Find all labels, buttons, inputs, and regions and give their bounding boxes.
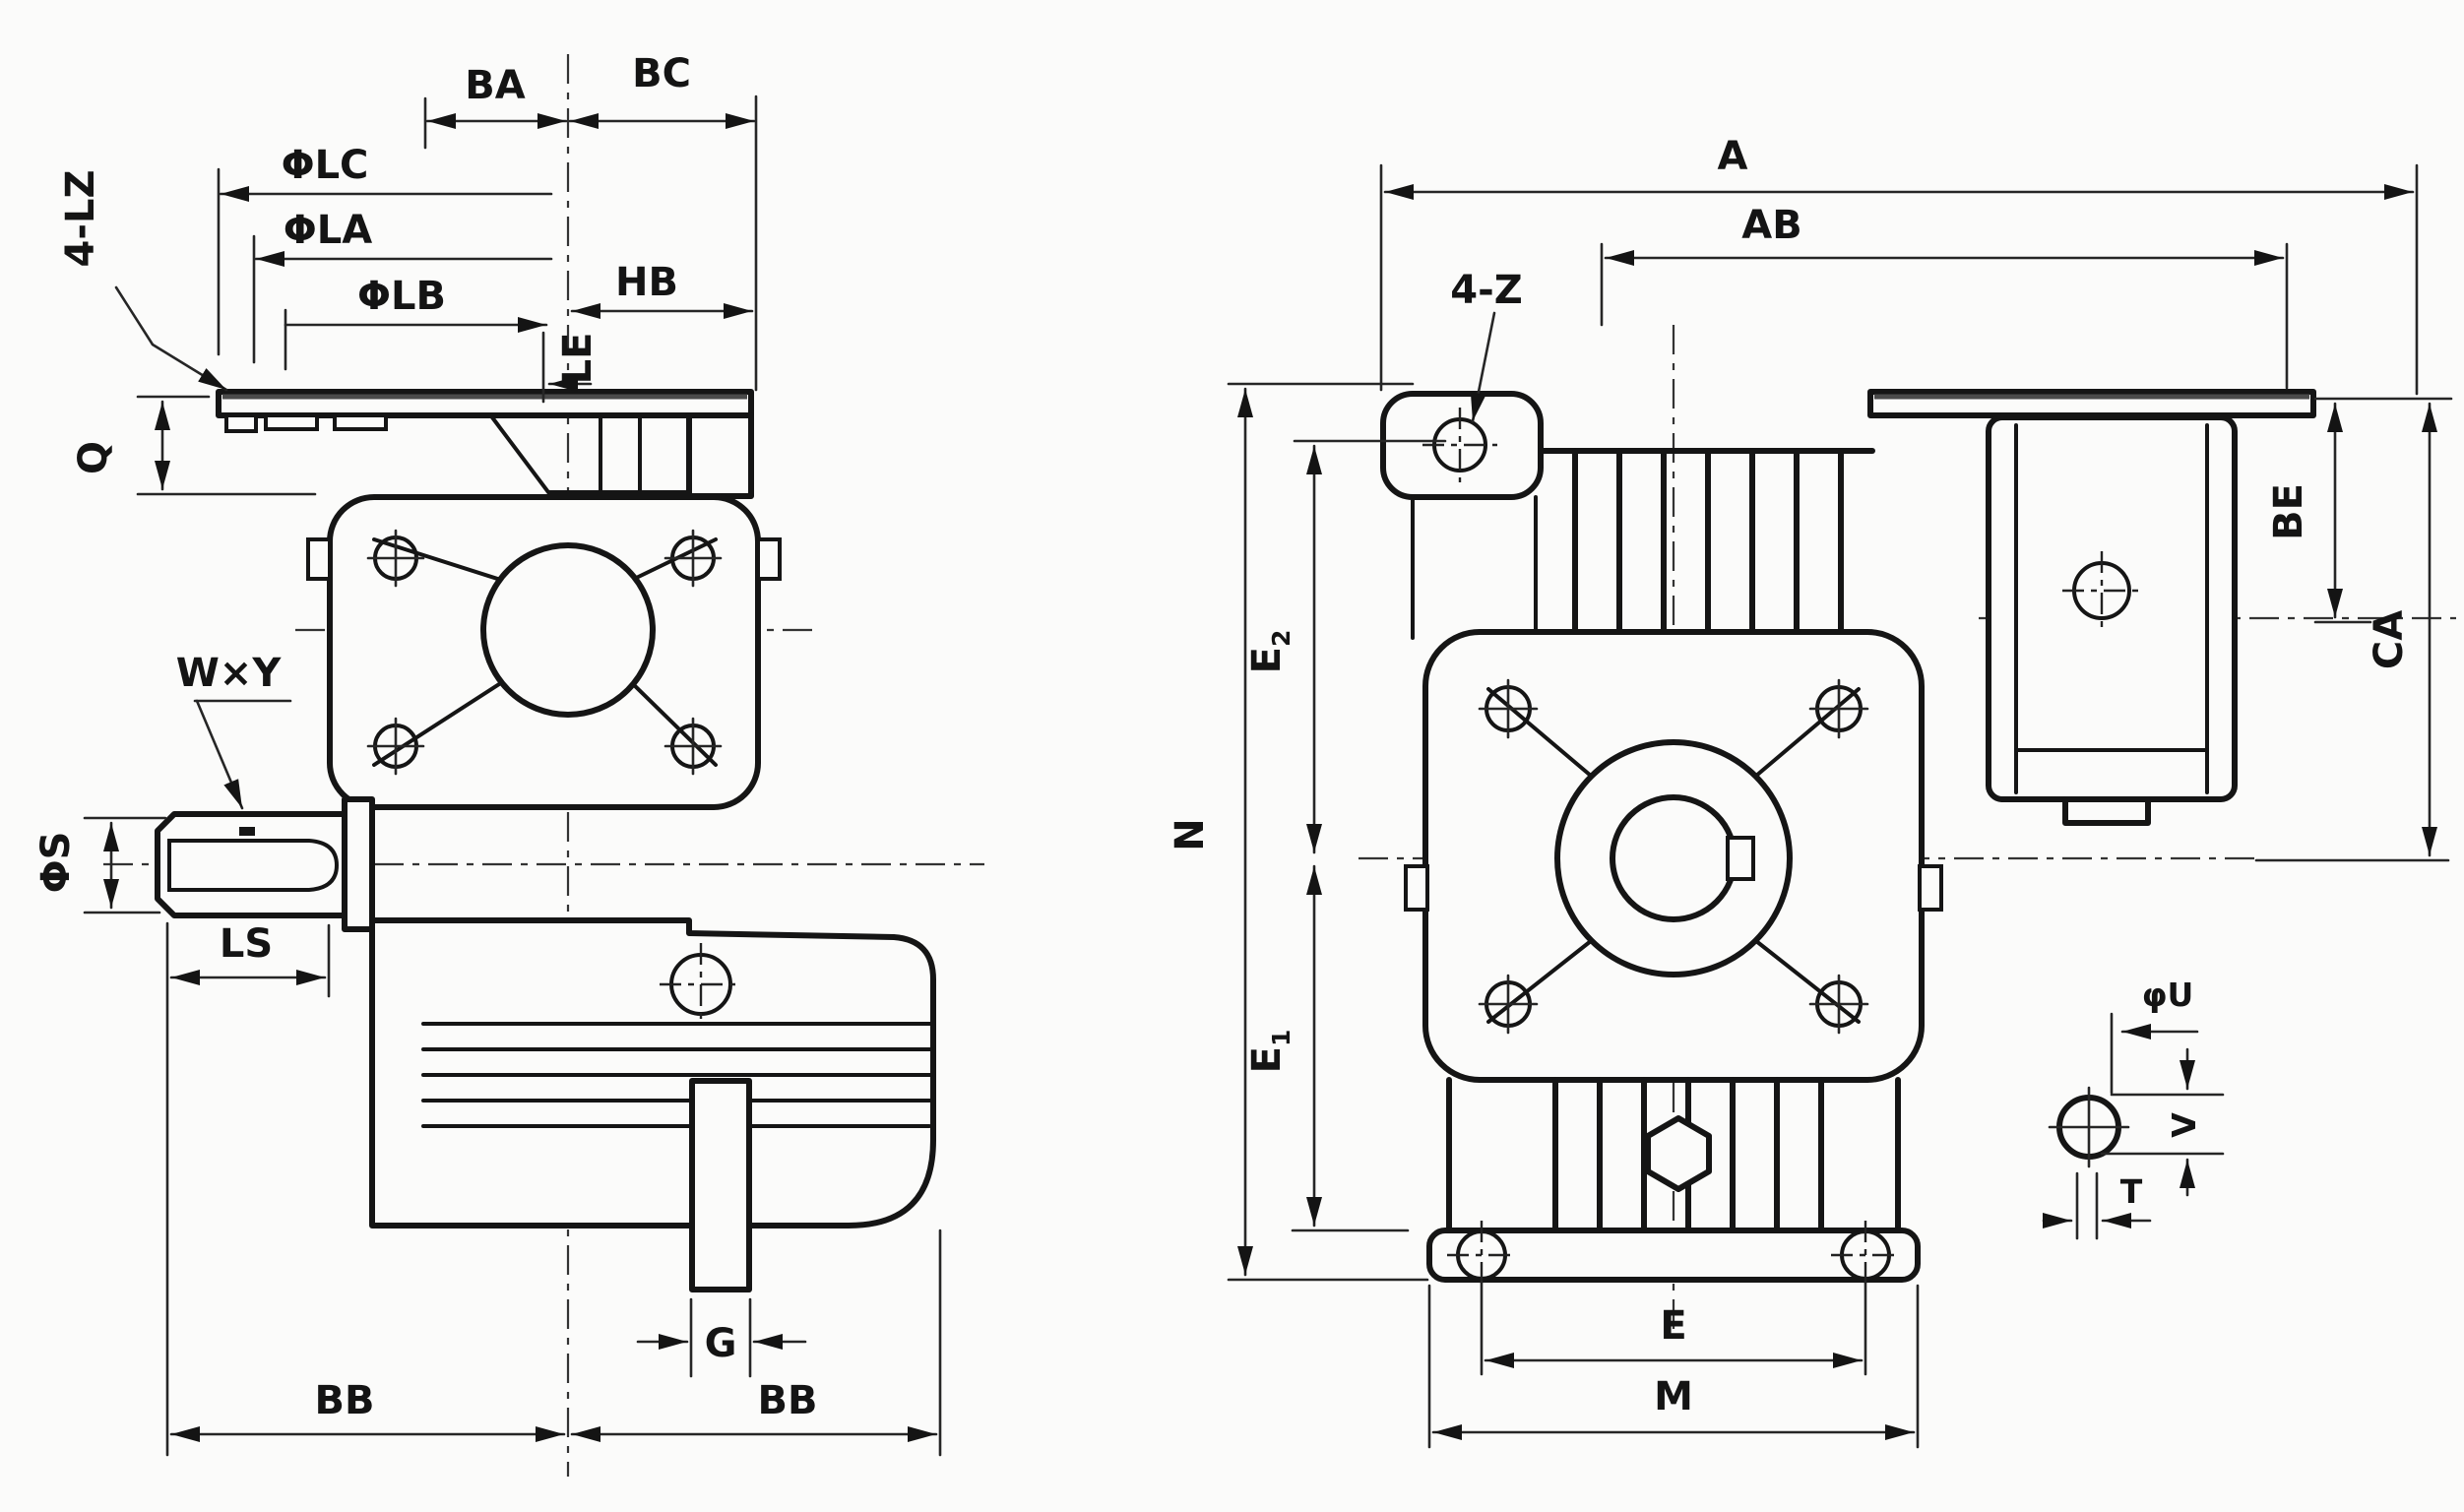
- shaft-key: [239, 827, 255, 836]
- flange-web: [490, 415, 691, 494]
- e2-subscript: 2: [1267, 630, 1295, 647]
- bell-bottom-stub: [2062, 796, 2151, 826]
- motor-flange-bell: [1986, 414, 2238, 802]
- dim-label-le: LE: [555, 333, 600, 385]
- e2-base: E: [1244, 647, 1290, 673]
- housing-fins: [421, 1022, 933, 1128]
- dim-label-wxy: W×Y: [176, 651, 283, 696]
- center-bore: [480, 542, 656, 718]
- dim-label-hb: HB: [615, 260, 678, 305]
- dim-label-ba: BA: [465, 63, 525, 108]
- front-side-tab-right: [1918, 864, 1943, 912]
- dim-label-t: T: [2120, 1172, 2143, 1211]
- front-diag-tl: [1486, 687, 1593, 778]
- face-side-tab-left: [306, 537, 332, 581]
- front-diag-tr: [1754, 687, 1861, 778]
- dim-label-ab: AB: [1741, 203, 1801, 248]
- flange-rib-left: [264, 413, 319, 431]
- dim-label-ls: LS: [220, 921, 273, 967]
- dim-label-n: N: [1168, 818, 1213, 850]
- dim-label-e: E: [1660, 1303, 1686, 1349]
- bolt-hole-detail: φU V T: [2042, 976, 2225, 1240]
- shaft-keyway: [167, 839, 340, 892]
- worm-housing-fins: [1572, 448, 1844, 641]
- face-side-tab-right: [756, 537, 782, 581]
- leader-4z: [1470, 311, 1496, 423]
- front-side-tab-left: [1404, 864, 1429, 912]
- dim-label-phi-la: ΦLA: [284, 208, 372, 253]
- side-output-flange-top: [686, 412, 754, 499]
- front-diag-br: [1754, 939, 1861, 1024]
- leader-4lz: [114, 285, 228, 392]
- face-bolt-holes: [366, 529, 723, 776]
- side-output-flange-bottom: [689, 1078, 752, 1292]
- top-left-ear: [1380, 391, 1544, 500]
- dim-label-bc: BC: [632, 51, 691, 96]
- dim-label-phi-s: ΦS: [33, 832, 79, 894]
- dim-label-g: G: [705, 1321, 737, 1366]
- flange-foot: [224, 413, 258, 433]
- base-band: [1426, 1228, 1921, 1283]
- front-diag-bl: [1486, 939, 1593, 1024]
- dim-label-m: M: [1654, 1374, 1693, 1419]
- dim-label-a: A: [1718, 134, 1748, 179]
- dim-label-bb-left: BB: [315, 1378, 375, 1423]
- dim-label-bb-right: BB: [758, 1378, 818, 1423]
- bore-keyway: [1726, 836, 1755, 881]
- dim-label-phi-lc: ΦLC: [282, 143, 369, 188]
- dim-label-e2: E2: [1244, 630, 1295, 674]
- e1-base: E: [1244, 1046, 1290, 1073]
- front-bore-inner: [1610, 794, 1737, 922]
- dim-label-v: V: [2165, 1112, 2203, 1138]
- dim-label-4z: 4-Z: [1450, 268, 1522, 313]
- shaft-boss: [342, 796, 375, 932]
- dim-label-4lz: 4-LZ: [58, 170, 103, 268]
- leader-wxy: [195, 699, 244, 810]
- dim-label-q: Q: [71, 441, 116, 474]
- dim-label-ca: CA: [2367, 610, 2412, 669]
- dim-label-phi-u: φU: [2142, 976, 2194, 1014]
- e1-subscript: 1: [1267, 1030, 1295, 1046]
- front-bolt-holes: [1478, 678, 1869, 1035]
- front-view: A AB 4-Z BE CA N E2 E1 E: [1168, 134, 2456, 1449]
- dim-label-be: BE: [2266, 483, 2311, 540]
- side-view: BA BC ΦLC ΦLA ΦLB HB LE 4-LZ Q W×Y: [33, 51, 984, 1477]
- dim-label-phi-lb: ΦLB: [357, 274, 446, 319]
- oil-plug-hex: [1645, 1115, 1712, 1192]
- face-diagonal-br: [624, 675, 718, 767]
- dim-label-e1: E1: [1244, 1030, 1295, 1074]
- flange-rib-mid: [333, 413, 388, 431]
